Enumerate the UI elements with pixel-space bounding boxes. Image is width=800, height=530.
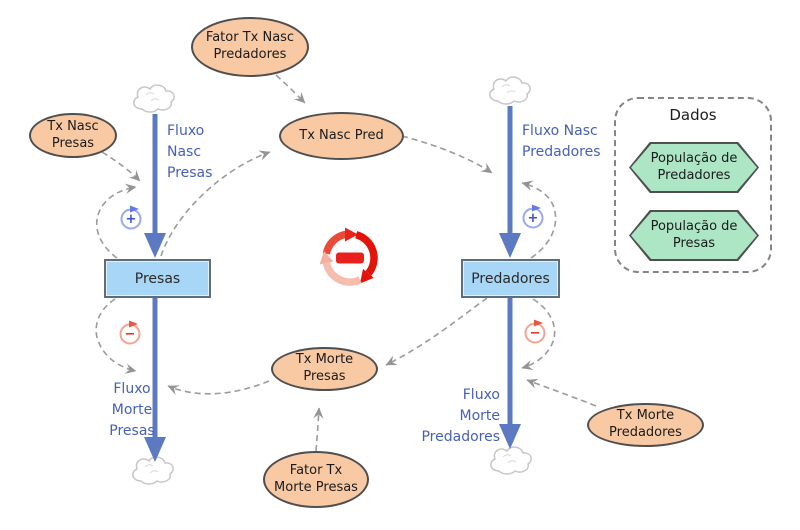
loop-sign: − bbox=[530, 326, 541, 341]
loop-sign: + bbox=[528, 211, 539, 226]
link-presas-to-fluxo-morte-loop[interactable] bbox=[95, 298, 137, 374]
flow-label-morte-predadores: Fluxo Morte Predadores bbox=[421, 387, 500, 445]
stock-presas[interactable]: Presas bbox=[104, 259, 211, 298]
legend-title: Dados bbox=[669, 106, 717, 124]
minus-loop-icon-presas: − bbox=[119, 320, 141, 345]
flow-pipe-nasc-predadores[interactable] bbox=[499, 106, 521, 258]
variable-tx-morte-predadores[interactable]: Tx Morte Predadores bbox=[587, 403, 704, 447]
legend-item-populacao-presas[interactable]: População de Presas bbox=[629, 210, 759, 261]
flow-arrowhead bbox=[499, 233, 521, 258]
cloud-source-presas bbox=[133, 84, 175, 113]
loop-arrow bbox=[129, 320, 138, 328]
link-presas-to-fluxo-nasc-loop[interactable] bbox=[95, 183, 137, 259]
cloud-sink-presas bbox=[132, 456, 174, 485]
minus-loop-icon-predadores: − bbox=[524, 319, 546, 344]
cloud-source-predadores bbox=[489, 76, 531, 105]
loop-arrow bbox=[532, 204, 541, 212]
minus-bar bbox=[336, 252, 364, 264]
stock-predadores[interactable]: Predadores bbox=[461, 259, 560, 298]
link-tx-nasc-pred-to-fluxo-nasc-predadores[interactable] bbox=[401, 135, 493, 174]
link-predadores-to-fluxo-nasc-loop[interactable] bbox=[521, 180, 557, 259]
link-predadores-to-fluxo-morte-loop[interactable] bbox=[521, 298, 556, 371]
legend-item-label: População de Presas bbox=[650, 218, 738, 251]
link-tx-morte-predadores-to-fluxo-morte[interactable] bbox=[526, 378, 597, 407]
link-predadores-to-tx-morte-presas[interactable] bbox=[385, 297, 488, 366]
loop-sign: + bbox=[126, 212, 137, 227]
variable-fator-tx-nasc-predadores[interactable]: Fator Tx Nasc Predadores bbox=[191, 17, 309, 77]
plus-loop-icon-predadores: + bbox=[522, 204, 544, 229]
flow-arrowhead bbox=[499, 424, 521, 449]
cloud-sink-predadores bbox=[490, 446, 532, 475]
legend-item-label: População de Predadores bbox=[650, 150, 738, 183]
link-tx-morte-presas-to-fluxo-morte[interactable] bbox=[167, 380, 270, 395]
variable-tx-nasc-presas[interactable]: Tx Nasc Presas bbox=[29, 113, 117, 158]
flow-arrowhead bbox=[144, 437, 166, 462]
loop-sign: − bbox=[125, 327, 136, 342]
variable-tx-nasc-pred[interactable]: Tx Nasc Pred bbox=[279, 112, 404, 160]
legend-panel: Dados População de Predadores População … bbox=[614, 97, 772, 273]
flow-arrowhead bbox=[144, 233, 166, 258]
loop-arrow bbox=[130, 205, 139, 213]
loop-arrow bbox=[534, 319, 543, 327]
link-fator-nasc-to-tx-nasc-pred[interactable] bbox=[275, 74, 306, 104]
flow-label-morte-presas: Fluxo Morte Presas bbox=[109, 381, 155, 439]
variable-fator-tx-morte-presas[interactable]: Fator Tx Morte Presas bbox=[263, 451, 369, 508]
flow-pipe-morte-presas[interactable] bbox=[144, 297, 166, 462]
flow-label-nasc-presas: Fluxo Nasc Presas bbox=[167, 123, 213, 181]
flow-pipe-nasc-presas[interactable] bbox=[144, 114, 166, 258]
link-fator-morte-to-tx-morte-presas[interactable] bbox=[313, 407, 324, 452]
flow-label-nasc-predadores: Fluxo Nasc Predadores bbox=[522, 123, 601, 160]
variable-tx-morte-presas[interactable]: Tx Morte Presas bbox=[271, 347, 378, 391]
hexagon-shape: População de Presas bbox=[631, 212, 757, 259]
flow-pipe-morte-predadores[interactable] bbox=[499, 297, 521, 449]
legend-item-populacao-predadores[interactable]: População de Predadores bbox=[629, 142, 759, 193]
hexagon-shape: População de Predadores bbox=[631, 144, 757, 191]
link-tx-nasc-presas-to-fluxo-nasc[interactable] bbox=[101, 151, 141, 182]
negative-feedback-loop-icon bbox=[319, 227, 378, 286]
plus-loop-icon-presas: + bbox=[120, 205, 142, 230]
